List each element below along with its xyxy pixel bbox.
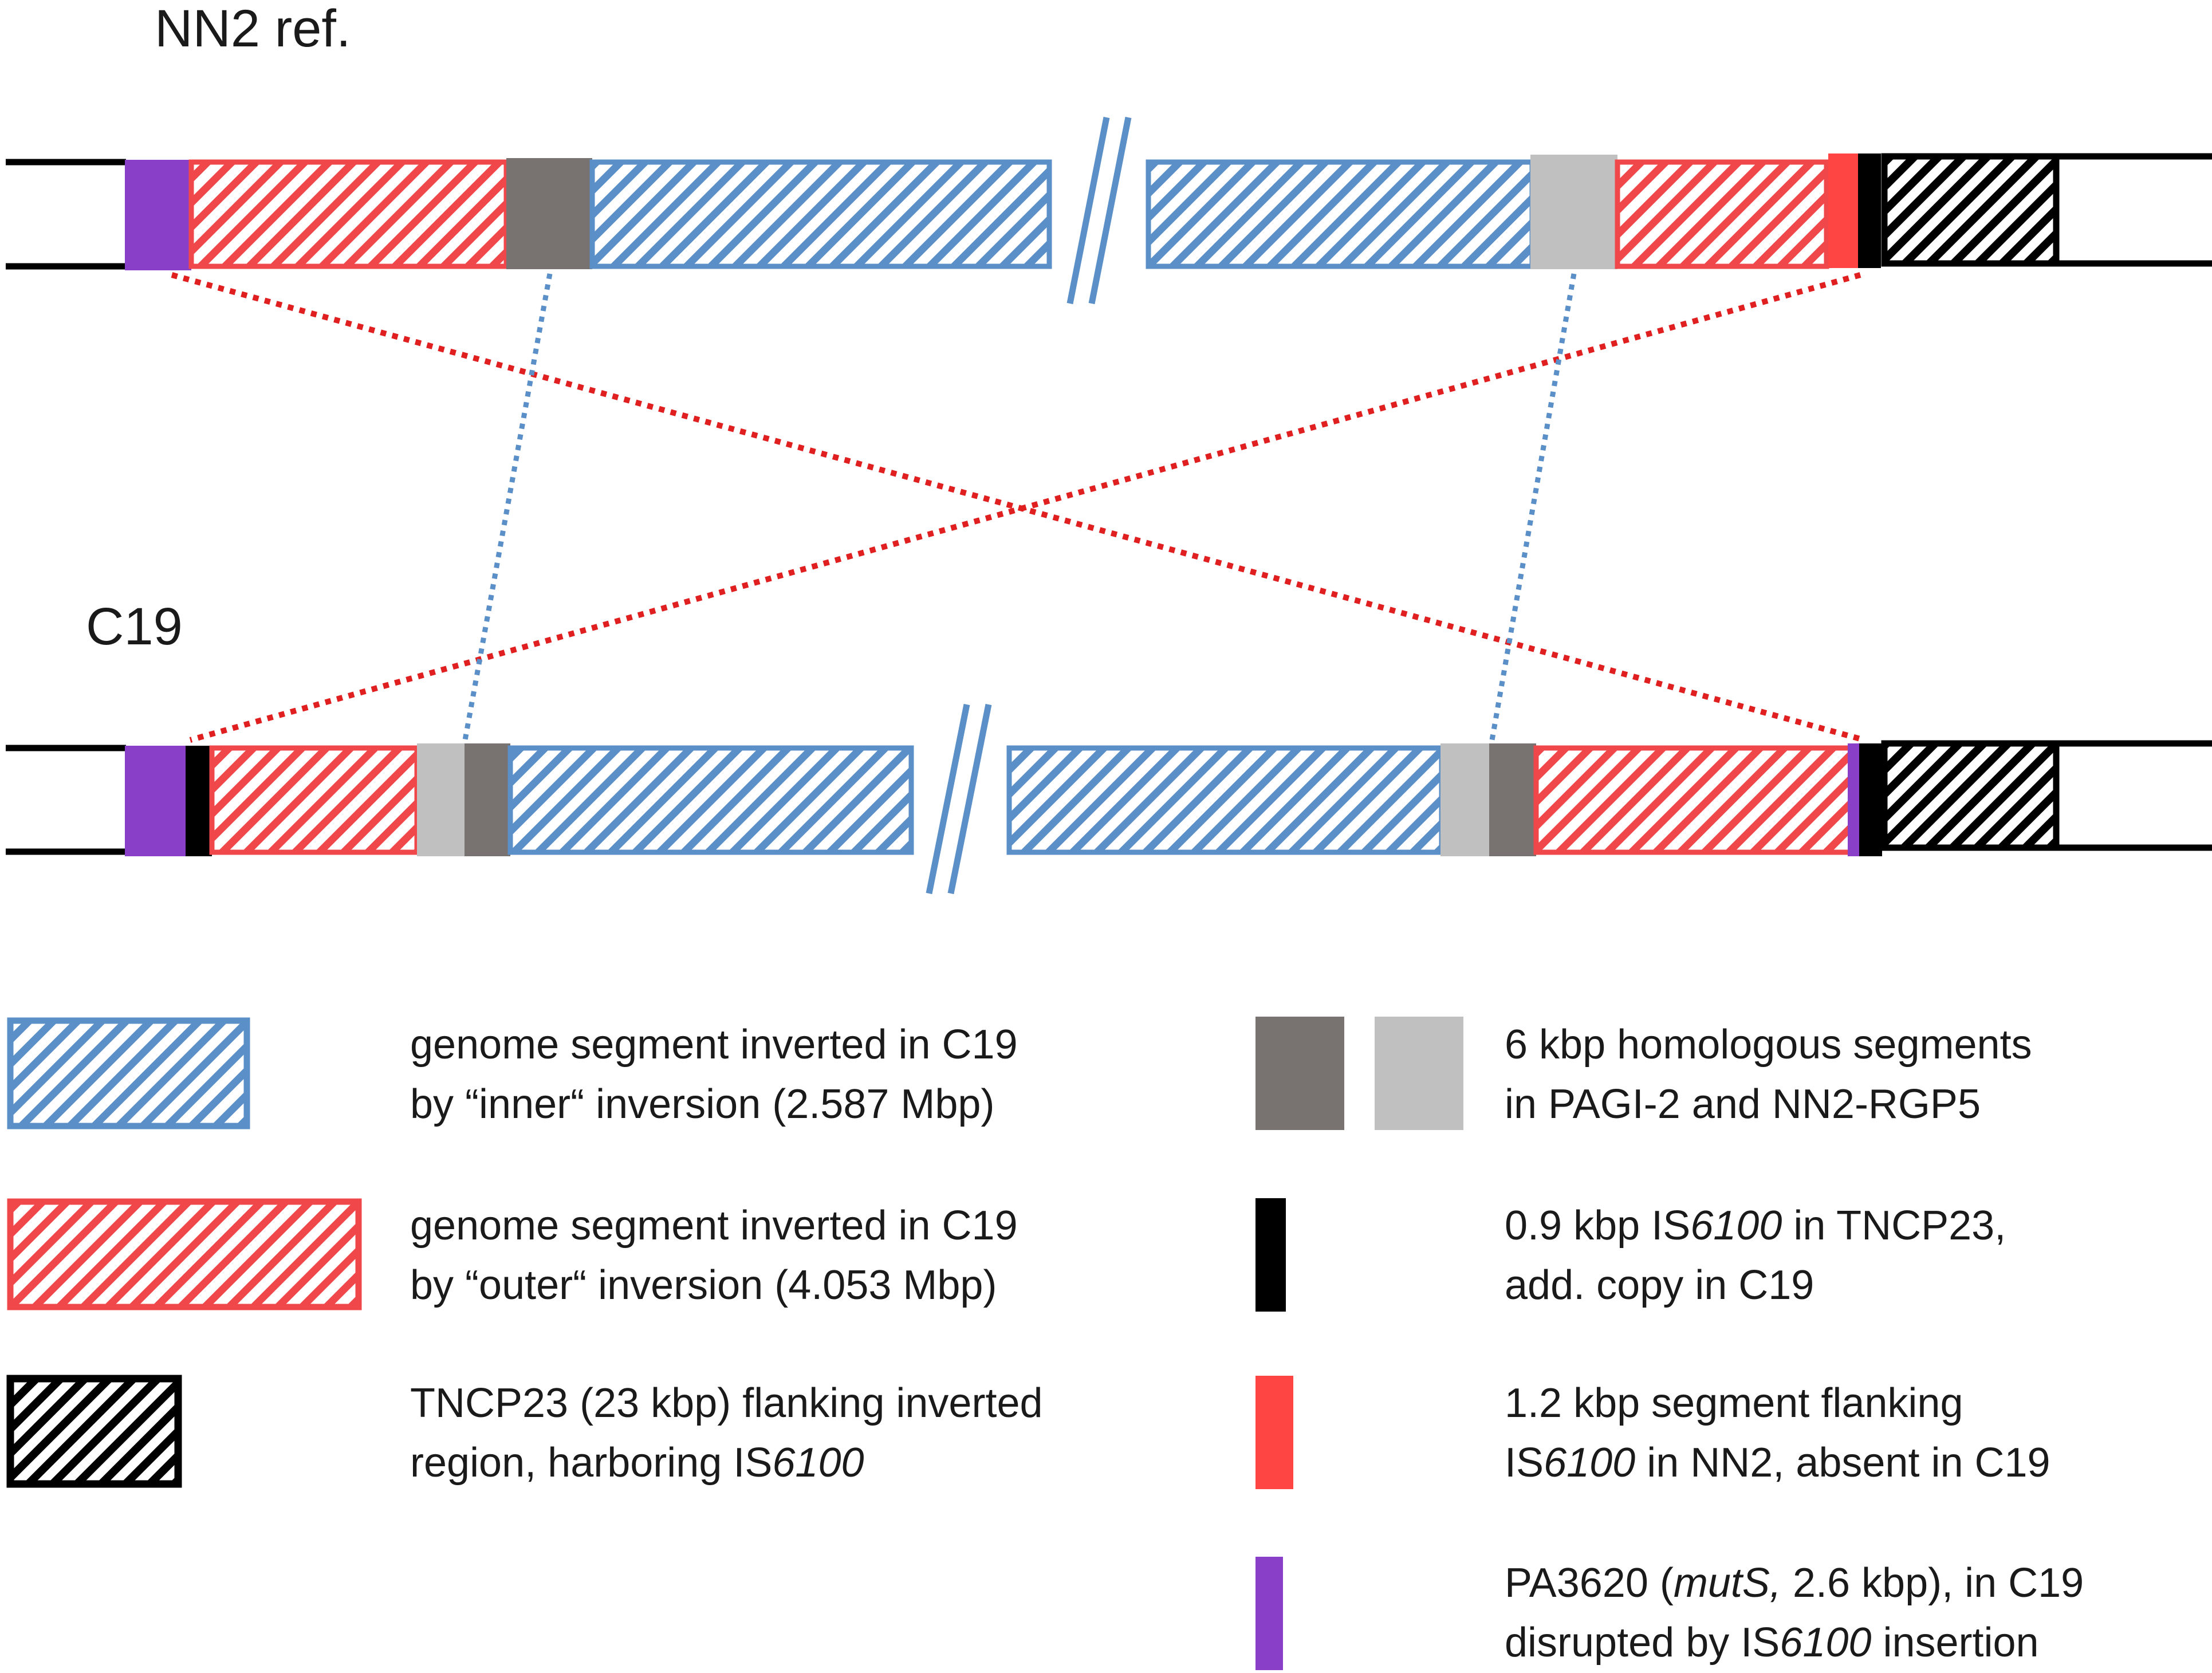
reference-is6100-block: [1858, 153, 1881, 268]
reference-break-mark: [1066, 116, 1132, 305]
variant-muts-block: [125, 746, 186, 856]
legend-text-homologous: 6 kbp homologous segments in PAGI-2 and …: [1505, 1022, 2032, 1127]
reference-muts-block: [125, 160, 191, 270]
reference-outer-inversion-block: [188, 159, 509, 269]
inner-connector-left: [462, 273, 553, 741]
variant-is6100-right: [1859, 743, 1882, 856]
variant-genome-label: C19: [86, 597, 183, 656]
variant-homologous-dark-right: [1489, 743, 1536, 856]
legend-swatch-outer-inversion: [7, 1198, 362, 1310]
legend-swatch-homologous-light: [1375, 1017, 1463, 1130]
outer-inversion-connectors: [171, 272, 1865, 743]
variant-is6100-block: [186, 746, 212, 856]
legend-text-tncp23: TNCP23 (23 kbp) flanking inverted region…: [410, 1380, 1043, 1486]
reference-homologous-light-block: [1530, 155, 1617, 269]
variant-muts-fragment: [1848, 743, 1859, 856]
variant-homologous-dark-left: [465, 743, 510, 856]
legend-swatch-inner-inversion: [7, 1017, 250, 1129]
inner-inversion-connectors: [462, 273, 1577, 741]
variant-tncp23-block: [1881, 740, 2060, 851]
reference-inner-inversion-right: [1146, 159, 1535, 269]
legend-text-is6100: 0.9 kbp IS6100 in TNCP23, add. copy in C…: [1505, 1203, 2006, 1308]
variant-homologous-light-right: [1440, 743, 1489, 856]
variant-break-mark: [926, 703, 992, 895]
variant-homologous-light-left: [417, 743, 465, 856]
variant-genome-track: [6, 703, 2212, 895]
variant-inner-inversion-left: [507, 745, 914, 855]
reference-genome-track: [6, 116, 2212, 305]
legend-swatch-homologous-dark: [1255, 1017, 1344, 1130]
outer-connector-right-to-left: [189, 272, 1861, 743]
inner-connector-right: [1489, 273, 1577, 741]
legend-swatches: [6, 1017, 1463, 1670]
legend-swatch-is6100: [1255, 1198, 1286, 1312]
legend-text-muts: PA3620 (mutS, 2.6 kbp), in C19 disrupted…: [1505, 1560, 2084, 1666]
legend-swatch-muts: [1255, 1557, 1283, 1670]
variant-outer-inversion-left: [209, 745, 420, 855]
legend-text-outer-inversion: genome segment inverted in C19 by “outer…: [410, 1203, 1018, 1308]
legend-text-inner-inversion: genome segment inverted in C19 by “inner…: [410, 1022, 1018, 1127]
reference-homologous-dark-block: [506, 158, 592, 269]
legend-text-flanking-segment: 1.2 kbp segment flanking IS6100 in NN2, …: [1505, 1380, 2050, 1486]
variant-inner-inversion-right: [1006, 745, 1445, 855]
legend-swatch-flanking-segment: [1255, 1376, 1293, 1489]
outer-connector-left-to-right: [171, 272, 1865, 743]
reference-outer-inversion-right: [1615, 159, 1829, 269]
reference-flanking-segment-block: [1828, 153, 1858, 268]
reference-genome-label: NN2 ref.: [155, 0, 351, 58]
legend-swatch-tncp23: [6, 1375, 182, 1488]
reference-tncp23-block: [1881, 153, 2060, 267]
variant-outer-inversion-right: [1533, 745, 1854, 855]
reference-inner-inversion-left: [589, 159, 1052, 269]
